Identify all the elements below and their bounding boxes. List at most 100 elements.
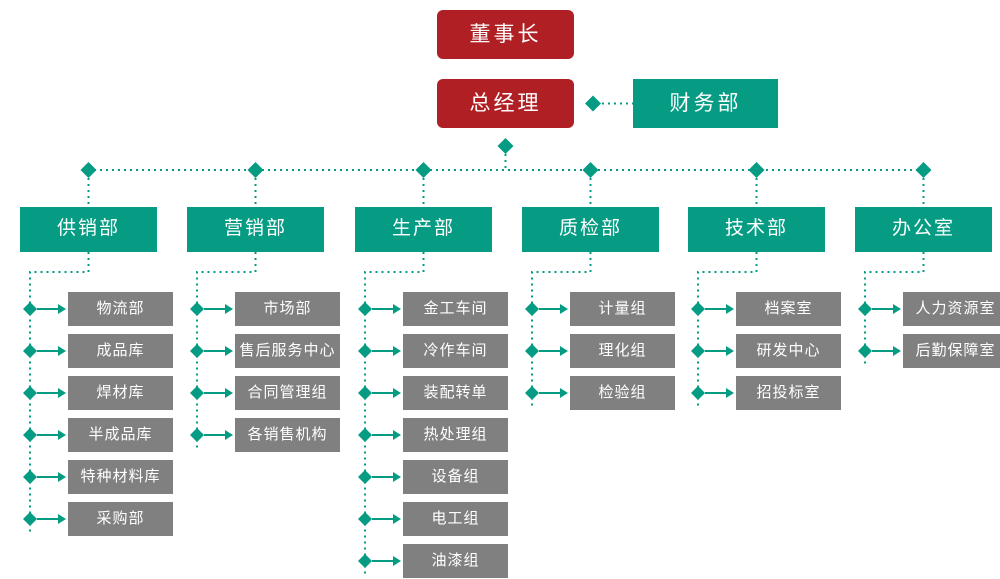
sub-unit-node-6-1-label: 人力资源室	[915, 299, 996, 317]
sub-unit-node-4-1-label: 计量组	[598, 299, 647, 317]
sub-unit-arrow-1-1	[37, 304, 66, 314]
sub-unit-node-5-1-label: 档案室	[764, 299, 813, 317]
sub-unit-connector-dot-3-5	[358, 470, 372, 484]
sub-unit-connector-dot-2-2	[190, 344, 204, 358]
sub-unit-node-2-1[interactable]: 市场部	[235, 292, 340, 326]
sub-unit-arrow-1-6	[37, 514, 66, 524]
sub-unit-node-3-7[interactable]: 油漆组	[403, 544, 508, 578]
department-bus-node-3	[415, 162, 432, 178]
sub-unit-node-5-3-label: 招投标室	[756, 383, 821, 401]
sub-unit-arrow-3-3	[372, 388, 401, 398]
sub-unit-node-1-3[interactable]: 焊材库	[68, 376, 173, 410]
sub-unit-connector-dot-2-1	[190, 302, 204, 316]
sub-unit-node-4-3-label: 检验组	[598, 383, 647, 401]
sub-unit-arrow-5-1	[705, 304, 734, 314]
sub-unit-arrow-2-3	[204, 388, 233, 398]
sub-unit-node-2-4[interactable]: 各销售机构	[235, 418, 340, 452]
sub-unit-arrow-3-5	[372, 472, 401, 482]
department-node-2-label: 营销部	[223, 218, 287, 240]
sub-unit-arrow-5-3	[705, 388, 734, 398]
sub-unit-arrow-5-2	[705, 346, 734, 356]
sub-unit-node-1-1[interactable]: 物流部	[68, 292, 173, 326]
sub-unit-connector-dot-3-7	[358, 554, 372, 568]
sub-unit-arrow-3-7	[372, 556, 401, 566]
sub-unit-node-3-4-label: 热处理组	[423, 425, 488, 443]
chairman-node[interactable]: 董事长	[437, 10, 574, 59]
sub-unit-connector-dot-6-1	[858, 302, 872, 316]
department-bus-node-1	[80, 162, 97, 178]
sub-unit-node-1-6-label: 采购部	[96, 509, 145, 527]
sub-unit-node-3-7-label: 油漆组	[431, 551, 480, 569]
sub-unit-node-3-3[interactable]: 装配转单	[403, 376, 508, 410]
sub-unit-node-3-4[interactable]: 热处理组	[403, 418, 508, 452]
finance-department-node[interactable]: 财务部	[633, 79, 778, 128]
gm-bus-connector-dot	[497, 138, 514, 154]
sub-unit-connector-dot-1-4	[23, 428, 37, 442]
department-node-1-label: 供销部	[56, 218, 120, 240]
sub-unit-node-2-3[interactable]: 合同管理组	[235, 376, 340, 410]
sub-unit-node-3-5[interactable]: 设备组	[403, 460, 508, 494]
sub-unit-node-1-4[interactable]: 半成品库	[68, 418, 173, 452]
sub-unit-connector-dot-1-2	[23, 344, 37, 358]
sub-unit-connector-dot-4-1	[525, 302, 539, 316]
sub-unit-arrow-3-6	[372, 514, 401, 524]
general-manager-node[interactable]: 总经理	[437, 79, 574, 128]
sub-unit-node-1-6[interactable]: 采购部	[68, 502, 173, 536]
sub-unit-connector-dot-4-2	[525, 344, 539, 358]
department-node-4-label: 质检部	[558, 218, 622, 240]
sub-unit-connector-dot-3-4	[358, 428, 372, 442]
sub-unit-node-4-2[interactable]: 理化组	[570, 334, 675, 368]
sub-unit-node-3-3-label: 装配转单	[423, 383, 488, 401]
department-node-6-label: 办公室	[891, 218, 955, 240]
department-node-5[interactable]: 技术部	[688, 207, 825, 252]
general-manager-node-label: 总经理	[469, 91, 542, 115]
sub-unit-connector-dot-6-2	[858, 344, 872, 358]
sub-unit-node-5-2-label: 研发中心	[756, 341, 821, 359]
sub-unit-arrow-2-4	[204, 430, 233, 440]
sub-unit-node-2-4-label: 各销售机构	[247, 425, 328, 443]
sub-unit-connector-dot-5-3	[691, 386, 705, 400]
department-node-4[interactable]: 质检部	[522, 207, 659, 252]
sub-unit-arrow-4-2	[539, 346, 568, 356]
sub-unit-arrow-1-5	[37, 472, 66, 482]
sub-unit-connector-dot-5-2	[691, 344, 705, 358]
sub-unit-connector-dot-3-6	[358, 512, 372, 526]
sub-unit-node-1-3-label: 焊材库	[96, 383, 145, 401]
department-node-3[interactable]: 生产部	[355, 207, 492, 252]
sub-unit-node-3-1[interactable]: 金工车间	[403, 292, 508, 326]
sub-unit-node-6-1[interactable]: 人力资源室	[903, 292, 1000, 326]
sub-unit-node-1-5-label: 特种材料库	[80, 467, 161, 485]
sub-unit-connector-dot-1-3	[23, 386, 37, 400]
sub-unit-node-1-2[interactable]: 成品库	[68, 334, 173, 368]
sub-unit-connector-dot-3-2	[358, 344, 372, 358]
sub-unit-node-3-2[interactable]: 冷作车间	[403, 334, 508, 368]
sub-unit-connector-dot-3-1	[358, 302, 372, 316]
department-bus-node-4	[582, 162, 599, 178]
sub-unit-node-3-6[interactable]: 电工组	[403, 502, 508, 536]
sub-unit-arrow-6-1	[872, 304, 901, 314]
sub-unit-node-5-2[interactable]: 研发中心	[736, 334, 841, 368]
sub-unit-node-2-2[interactable]: 售后服务中心	[235, 334, 340, 368]
sub-unit-arrow-3-1	[372, 304, 401, 314]
sub-unit-connector-dot-1-1	[23, 302, 37, 316]
sub-unit-node-4-3[interactable]: 检验组	[570, 376, 675, 410]
sub-unit-arrow-1-2	[37, 346, 66, 356]
department-node-6[interactable]: 办公室	[855, 207, 992, 252]
sub-unit-node-1-4-label: 半成品库	[88, 425, 153, 443]
sub-unit-node-2-3-label: 合同管理组	[247, 383, 328, 401]
sub-unit-node-5-1[interactable]: 档案室	[736, 292, 841, 326]
department-bus-node-2	[247, 162, 264, 178]
sub-unit-arrow-4-3	[539, 388, 568, 398]
department-node-5-label: 技术部	[724, 218, 788, 240]
sub-unit-node-6-2[interactable]: 后勤保障室	[903, 334, 1000, 368]
department-node-2[interactable]: 营销部	[187, 207, 324, 252]
gm-finance-connector-dot	[585, 95, 601, 112]
sub-unit-arrow-3-4	[372, 430, 401, 440]
sub-unit-arrow-3-2	[372, 346, 401, 356]
department-node-1[interactable]: 供销部	[20, 207, 157, 252]
sub-unit-connector-dot-2-3	[190, 386, 204, 400]
sub-unit-node-1-5[interactable]: 特种材料库	[68, 460, 173, 494]
sub-unit-node-5-3[interactable]: 招投标室	[736, 376, 841, 410]
sub-unit-node-4-1[interactable]: 计量组	[570, 292, 675, 326]
